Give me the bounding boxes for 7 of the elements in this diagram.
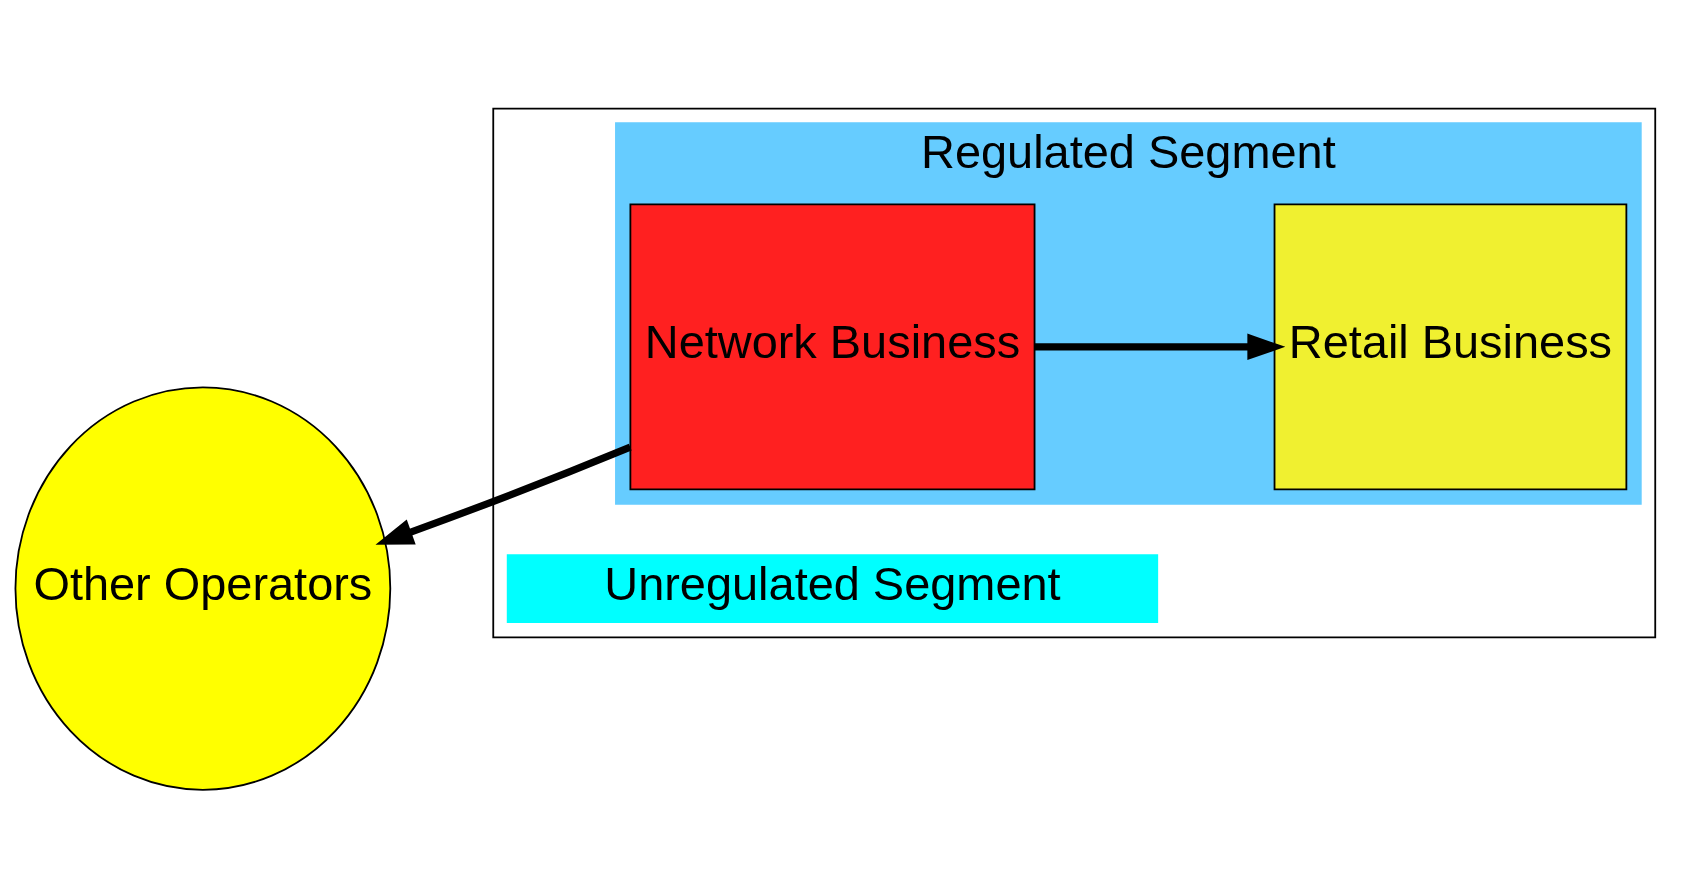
node-circle: Other Operators <box>14 386 392 791</box>
arrow <box>375 443 632 545</box>
node-box: Retail Business <box>1273 203 1628 491</box>
node-box: Network Business <box>629 203 1036 491</box>
node-box: Unregulated Segment <box>506 554 1159 623</box>
cluster <box>492 107 1657 639</box>
arrow <box>1034 333 1286 361</box>
